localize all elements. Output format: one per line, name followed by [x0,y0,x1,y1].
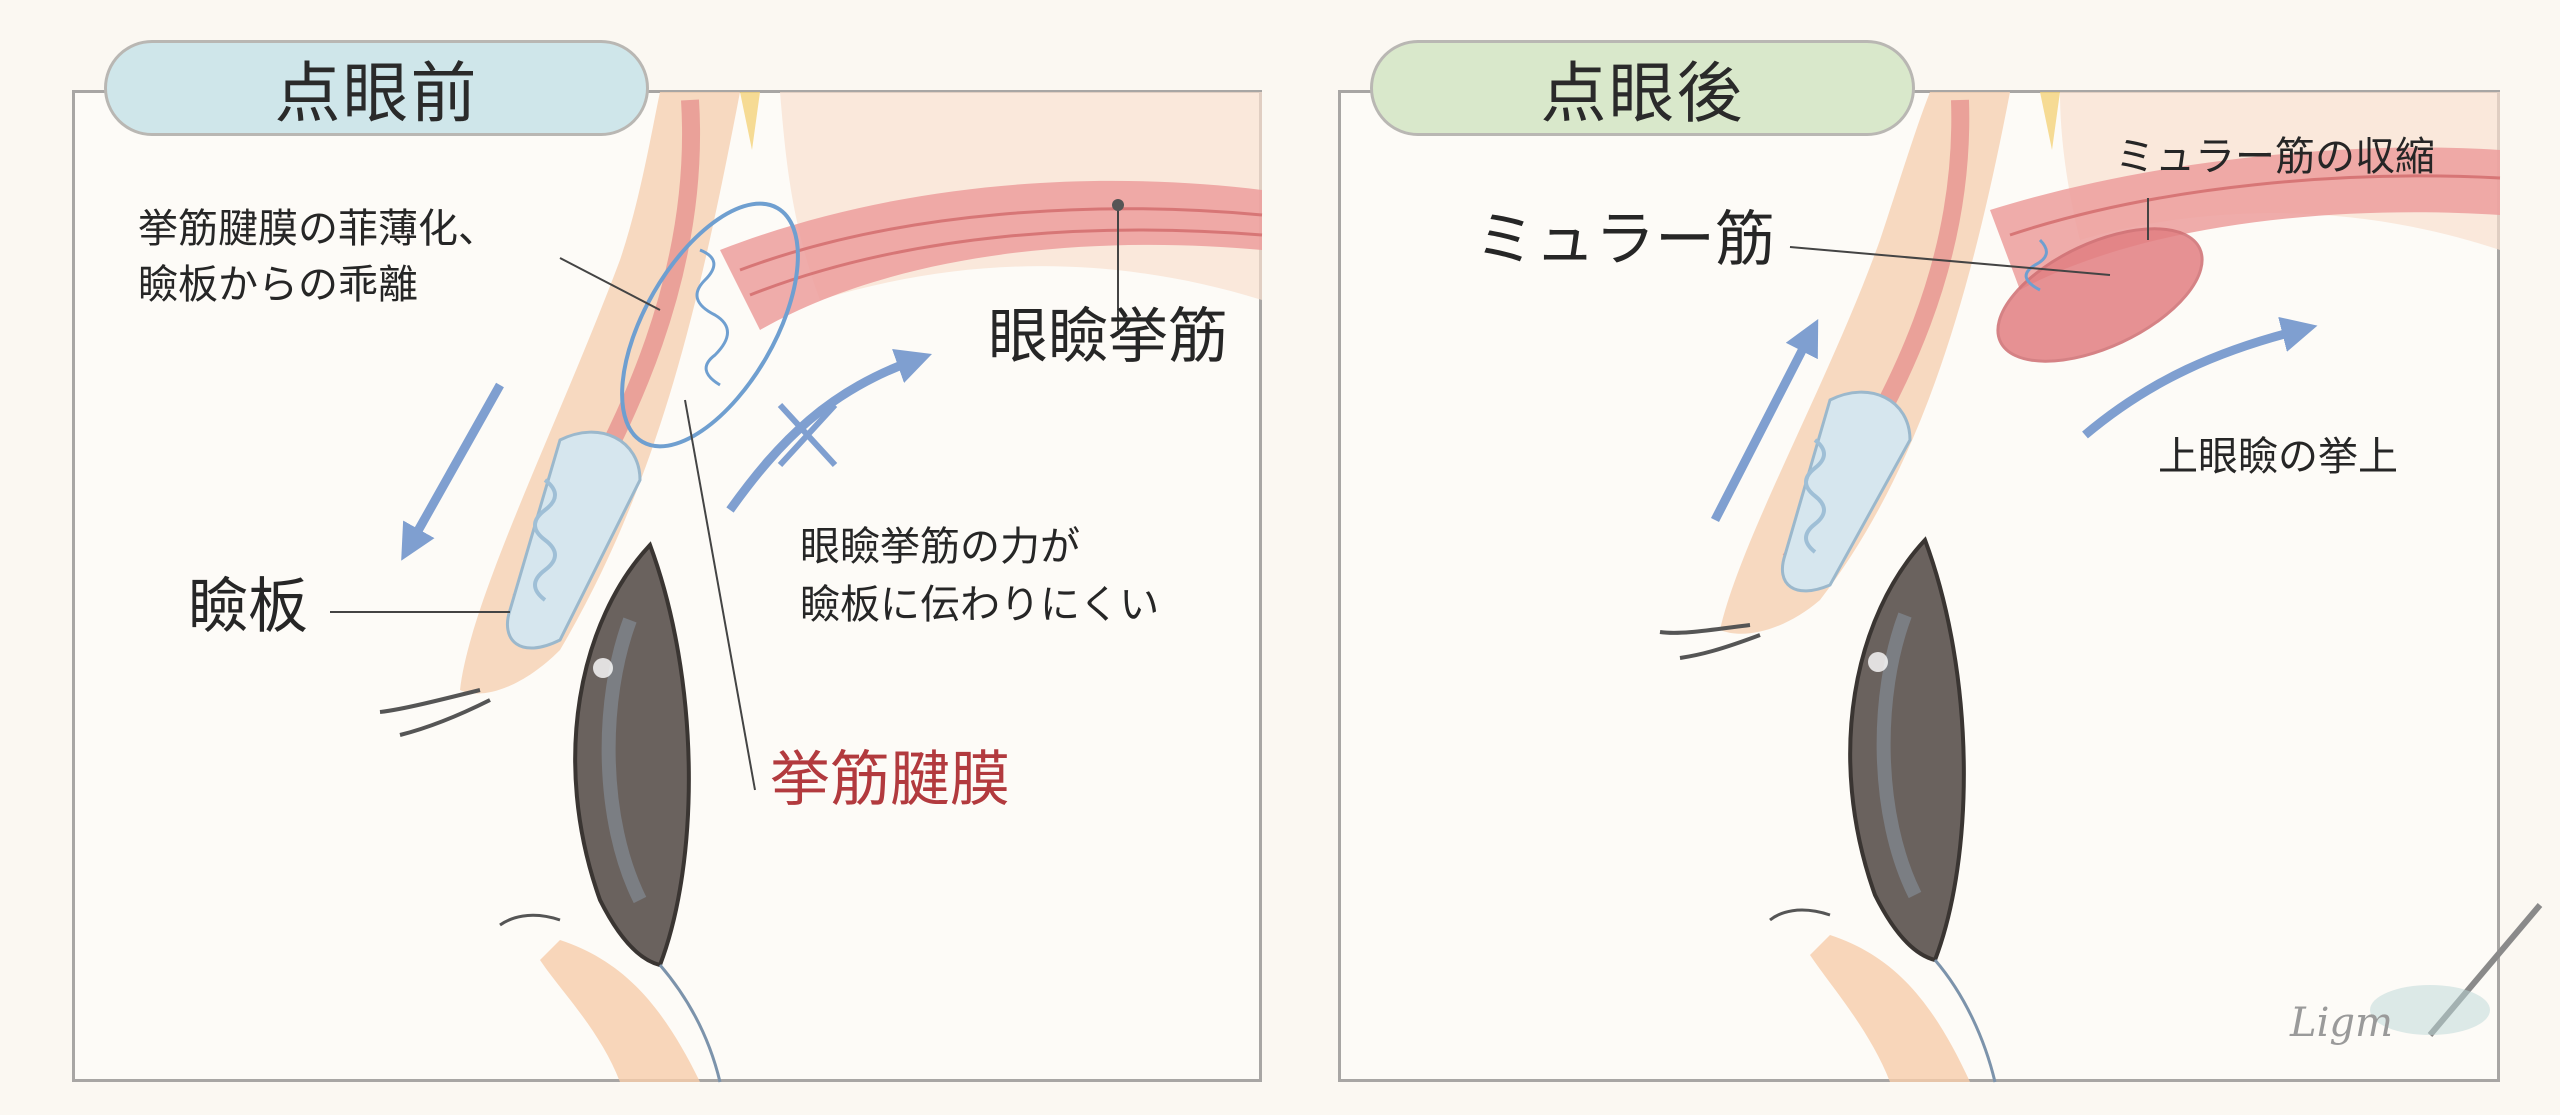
after-title: 点眼後 [1540,55,1745,132]
eyeball-after [1848,536,1966,963]
levator-label: 眼瞼挙筋 [988,302,1228,372]
eyeball [573,541,691,968]
tarsus-droop-arrow [401,382,504,561]
lid-lift-label: 上眼瞼の挙上 [2158,434,2398,480]
before-title-pill: 点眼前 [104,40,649,136]
tarsus-label: 瞼板 [188,572,308,642]
aponeurosis-thinning-ellipse [620,201,800,449]
lid-raise-arrow-left [1710,318,1819,523]
levator-muscle [720,180,1262,330]
muller-label: ミュラー筋 [1475,205,1775,275]
levator-force-arrow [726,349,932,513]
before-title: 点眼前 [274,55,479,132]
aponeurosis-label: 挙筋腱膜 [770,745,1010,815]
artist-signature: Ligm [2290,1000,2393,1046]
lid-raise-arrow-right [2082,316,2318,439]
after-title-pill: 点眼後 [1370,40,1915,136]
before-anatomy [330,92,1263,1083]
muller-contraction-label: ミュラー筋の収縮 [2115,134,2435,180]
force-note-line1: 眼瞼挙筋の力が [800,524,1080,570]
aponeurosis-note-line2: 瞼板からの乖離 [138,262,418,308]
aponeurosis-note-line1: 挙筋腱膜の菲薄化、 [138,206,498,252]
levator-muscle-after [1990,147,2500,290]
after-anatomy [1659,92,2543,1083]
force-note-line2: 瞼板に伝わりにくい [800,582,1160,628]
muller-muscle [1996,227,2204,363]
